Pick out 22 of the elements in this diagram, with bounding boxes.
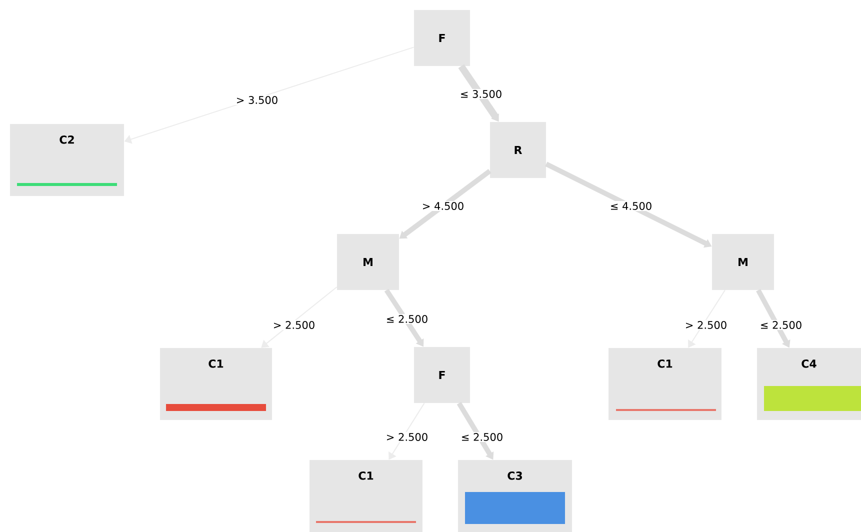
split-box: F: [414, 346, 470, 403]
edge-label: ≤ 4.500: [608, 201, 654, 211]
leaf-box: C1: [160, 348, 272, 420]
leaf-box: C4: [757, 348, 861, 420]
edge-label: > 3.500: [234, 95, 280, 105]
edge-label: ≤ 2.500: [384, 314, 430, 324]
split-box: M: [712, 234, 774, 290]
split-box: M: [337, 234, 399, 290]
edge-label: > 4.500: [420, 201, 466, 211]
edge-label: > 2.500: [384, 432, 430, 442]
leaf-box: C2: [10, 124, 124, 196]
leaf-box: C1: [310, 460, 422, 532]
edge-label: ≤ 2.500: [758, 320, 804, 330]
edge-label: ≤ 2.500: [460, 432, 504, 442]
edge-label: ≤ 3.500: [458, 89, 504, 99]
leaf-box: C1: [608, 348, 722, 420]
arrow: [261, 286, 338, 348]
split-box: R: [490, 122, 546, 178]
leaf-box: C3: [458, 460, 572, 532]
edge-label: > 2.500: [684, 320, 728, 330]
edge-label: > 2.500: [272, 320, 316, 330]
split-box: F: [414, 10, 470, 66]
